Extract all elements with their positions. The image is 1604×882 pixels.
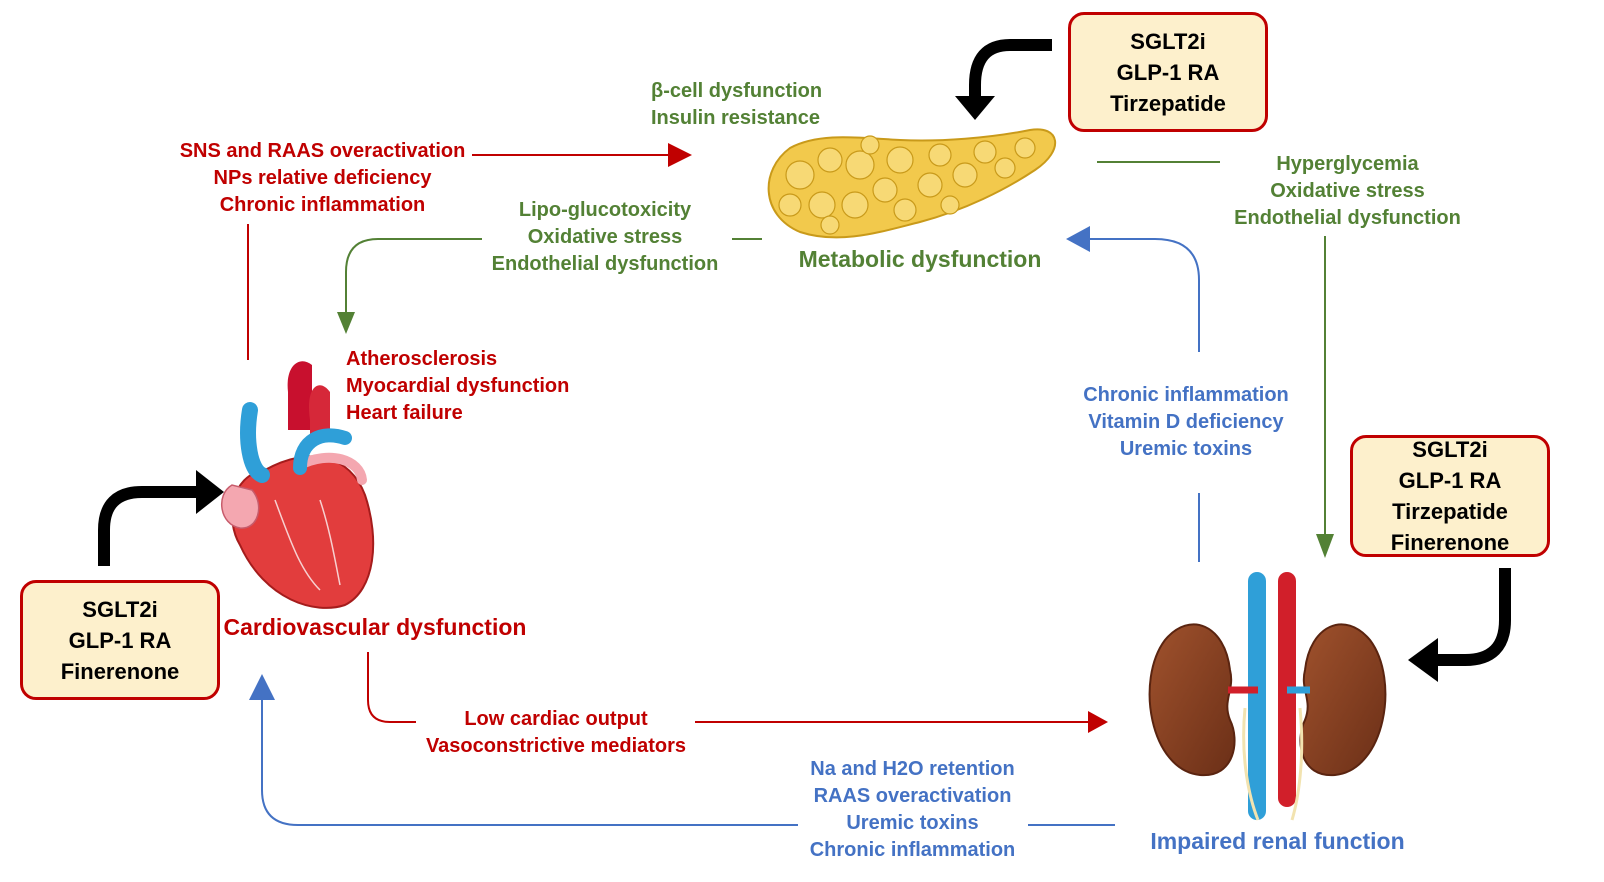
renal-title: Impaired renal function [1150,828,1405,854]
pathway-item: Uremic toxins [1119,438,1253,460]
treatment-box-cardio: SGLT2i GLP-1 RA Finerenone [20,580,220,700]
treatment-item: Tirzepatide [1392,499,1508,524]
treatment-box-renal: SGLT2i GLP-1 RA Tirzepatide Finerenone [1350,435,1550,557]
cardio-down-line [367,652,416,723]
cardio-to-metabolic-label: SNS and RAAS overactivation NPs relative… [170,138,475,219]
pathway-item: Endothelial dysfunction [1234,207,1461,229]
pathway-item: Endothelial dysfunction [491,253,719,275]
treatment-arrowhead-metabolic [955,96,995,120]
pathway-item: Oxidative stress [1270,180,1425,202]
treatment-item: Tirzepatide [1110,90,1226,116]
cardio-to-metabolic-arrowhead [668,143,692,167]
pathway-item: Lipo-glucotoxicity [518,199,692,221]
treatment-item: GLP-1 RA [1398,468,1502,493]
renal-to-cardio-label: Na and H2O retention RAAS overactivation… [800,756,1025,864]
treatment-item: GLP-1 RA [1116,59,1220,85]
pathway-item: Heart failure [346,402,463,424]
pathway-item: β-cell dysfunction [651,80,823,102]
cardio-title: Cardiovascular dysfunction [223,614,527,640]
pathway-item: Na and H2O retention [810,758,1015,780]
treatment-arrowhead-renal [1408,638,1438,682]
pathway-item: RAAS overactivation [813,785,1012,807]
pathway-item: Chronic inflammation [219,194,426,216]
metabolic-title: Metabolic dysfunction [798,246,1042,272]
pathway-item: Vitamin D deficiency [1088,411,1284,433]
metabolic-to-cardio-arrowhead [337,312,355,334]
pathway-item: Vasoconstrictive mediators [425,735,687,757]
cardio-to-renal-arrowhead [1088,711,1108,733]
treatment-arrow-metabolic [969,39,1052,98]
treatment-arrow-cardio [98,486,200,566]
treatment-box-metabolic: SGLT2i GLP-1 RA Tirzepatide [1068,12,1268,132]
metabolic-to-renal-arrowhead [1316,534,1334,558]
pathway-item: Low cardiac output [464,708,648,730]
metabolic-to-cardio-line [345,238,482,318]
pancreas-illustration [767,128,1056,239]
pathway-item: Insulin resistance [651,107,820,129]
pathway-item: SNS and RAAS overactivation [179,140,466,162]
pathway-item: Oxidative stress [527,226,683,248]
renal-to-metabolic-line [1090,238,1200,352]
treatment-item: SGLT2i [1130,28,1206,54]
renal-to-metabolic-label: Chronic inflammation Vitamin D deficienc… [1075,382,1297,463]
metabolic-to-cardio-label: Lipo-glucotoxicity Oxidative stress Endo… [485,197,725,278]
pathway-item: Atherosclerosis [346,348,498,370]
heart-illustration [221,361,375,609]
metabolic-effects-label: β-cell dysfunction Insulin resistance [651,78,851,132]
renal-arrows [261,238,1200,826]
cardio-effects-label: Atherosclerosis Myocardial dysfunction H… [346,346,586,427]
kidneys-illustration [1148,572,1387,821]
treatment-item: Finerenone [60,658,180,684]
cardio-to-renal-label: Low cardiac output Vasoconstrictive medi… [420,706,692,760]
pathway-item: Uremic toxins [846,812,979,834]
treatment-arrows [98,39,1511,666]
treatment-item: GLP-1 RA [68,627,172,653]
treatment-arrowhead-cardio [196,470,224,514]
renal-to-cardio-line [261,700,798,826]
pathway-item: Chronic inflammation [1083,384,1289,406]
metabolic-arrows [345,161,1326,540]
pathway-item: Myocardial dysfunction [346,375,570,397]
metabolic-to-renal-label: Hyperglycemia Oxidative stress Endotheli… [1225,151,1470,232]
treatment-item: SGLT2i [82,596,158,622]
renal-to-metabolic-arrowhead [1066,226,1090,252]
treatment-item: Finerenone [1390,530,1510,555]
pathway-item: NPs relative deficiency [213,167,432,189]
pathway-item: Chronic inflammation [809,839,1016,861]
pathway-item: Hyperglycemia [1276,153,1419,175]
treatment-item: SGLT2i [1412,437,1488,462]
cardio-arrows [247,150,1106,727]
treatment-arrow-renal [1435,568,1511,666]
renal-to-cardio-arrowhead [249,674,275,700]
